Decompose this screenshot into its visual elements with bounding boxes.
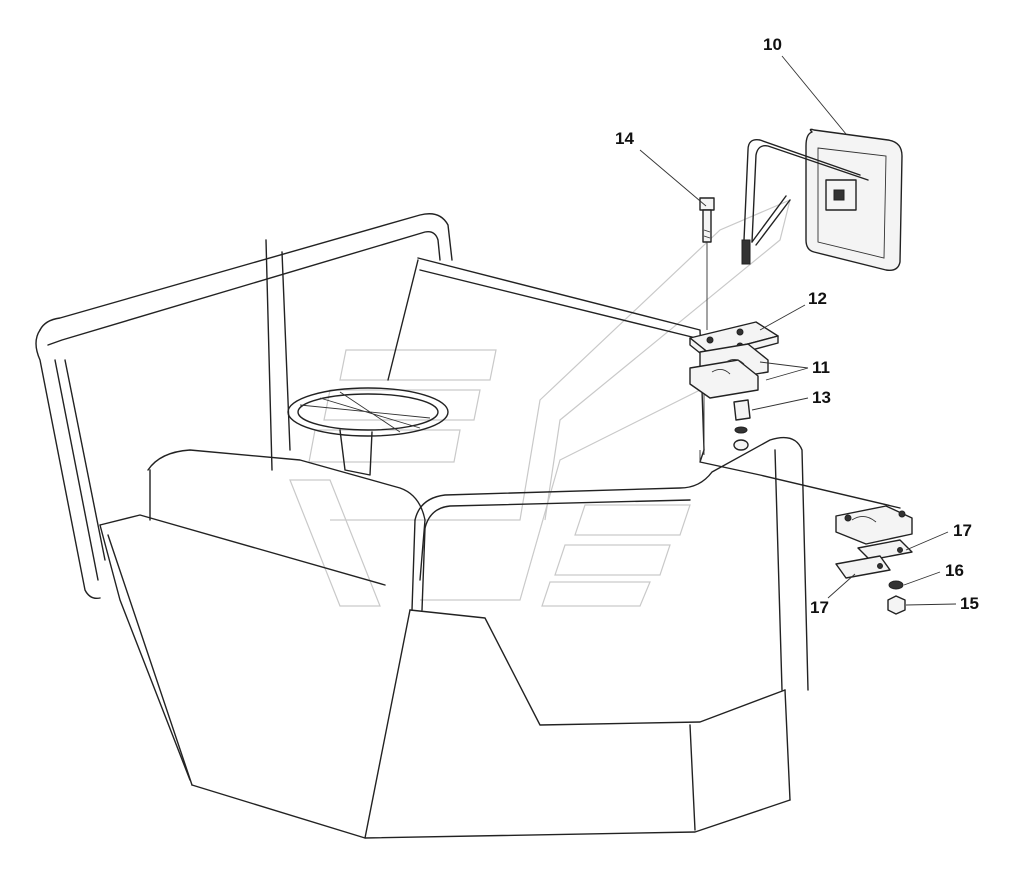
clamp-blocks — [689, 343, 769, 399]
callout-13: 13 — [812, 388, 831, 407]
callout-10: 10 — [763, 35, 782, 54]
callout-15: 15 — [960, 594, 979, 613]
callout-12: 12 — [808, 289, 827, 308]
lower-clamp — [835, 505, 913, 579]
leader-lines — [639, 55, 957, 606]
washer-and-nut — [887, 580, 906, 615]
watermark-logo — [289, 198, 791, 607]
callout-17-lower: 17 — [810, 598, 829, 617]
callout-14: 14 — [615, 129, 634, 148]
callout-17-upper: 17 — [953, 521, 972, 540]
callout-16: 16 — [945, 561, 964, 580]
cab-body — [35, 213, 901, 839]
bolt — [699, 197, 715, 330]
bushing-and-washers — [733, 399, 751, 451]
mirror-assembly — [741, 128, 903, 272]
callout-11: 11 — [812, 358, 830, 377]
